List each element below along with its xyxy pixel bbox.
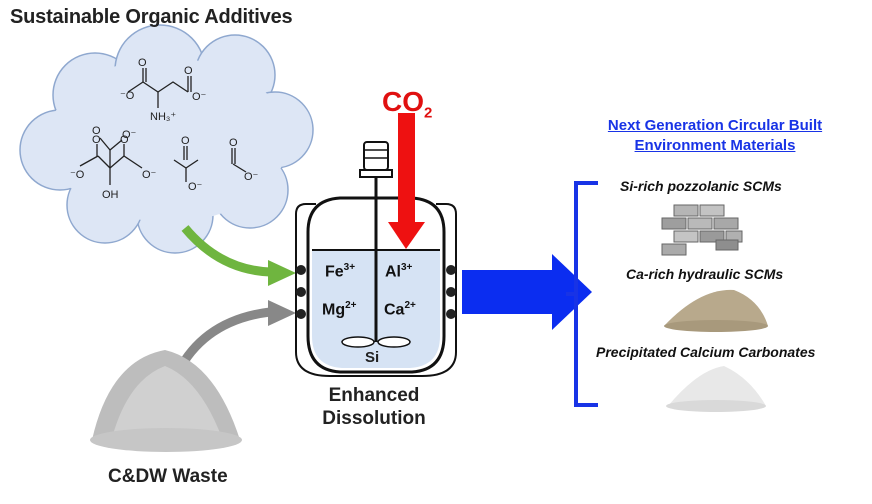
svg-text:O: O	[138, 57, 147, 69]
output-title-line2: Environment Materials	[634, 137, 796, 154]
co2-arrow	[388, 113, 425, 249]
svg-text:O: O	[120, 134, 129, 146]
reactor-label-line2: Dissolution	[322, 408, 426, 429]
svg-text:O⁻: O⁻	[188, 181, 203, 193]
reactor-label-line1: Enhanced	[328, 385, 420, 406]
additives-cloud	[19, 24, 314, 254]
svg-text:O: O	[184, 65, 193, 77]
gray-arrow	[174, 300, 296, 375]
product-si-rich: Si-rich pozzolanic SCMs	[620, 178, 782, 194]
svg-text:⁻O: ⁻O	[70, 169, 85, 181]
bricks-image	[661, 204, 743, 256]
output-bracket	[566, 181, 598, 407]
product-pcc: Precipitated Calcium Carbonates	[596, 344, 816, 360]
svg-text:NH₃⁺: NH₃⁺	[150, 111, 176, 123]
pcc-pile-image	[666, 366, 766, 412]
waste-label: C&DW Waste	[108, 466, 228, 487]
reactor-label: Enhanced Dissolution	[314, 384, 434, 430]
ion-ca: Ca2+	[384, 300, 416, 319]
co2-subscript: 2	[424, 104, 433, 122]
svg-text:⁻O: ⁻O	[120, 90, 135, 102]
output-title-link[interactable]: Next Generation Circular Built Environme…	[580, 116, 850, 156]
svg-text:O⁻: O⁻	[244, 171, 259, 183]
svg-text:O⁻: O⁻	[122, 129, 137, 141]
molecule-structures	[79, 68, 247, 185]
ion-mg: Mg2+	[322, 300, 357, 319]
svg-text:O⁻: O⁻	[142, 169, 157, 181]
sand-pile-image	[664, 289, 768, 332]
svg-text:O⁻: O⁻	[192, 91, 207, 103]
reactor	[295, 141, 457, 377]
page-title: Sustainable Organic Additives	[10, 6, 293, 28]
svg-text:O: O	[92, 134, 101, 146]
svg-text:OH: OH	[102, 189, 119, 201]
ion-si: Si	[365, 349, 380, 366]
green-arrow	[181, 225, 296, 286]
product-ca-rich: Ca-rich hydraulic SCMs	[626, 266, 784, 282]
co2-main: CO	[382, 86, 424, 117]
ion-fe: Fe3+	[325, 262, 356, 281]
waste-pile	[90, 350, 242, 452]
output-title-line1: Next Generation Circular Built	[607, 117, 823, 134]
svg-text:O: O	[92, 125, 101, 137]
svg-text:O: O	[229, 137, 238, 149]
co2-label: CO2	[382, 86, 432, 122]
svg-text:O: O	[181, 135, 190, 147]
ion-al: Al3+	[385, 262, 413, 281]
